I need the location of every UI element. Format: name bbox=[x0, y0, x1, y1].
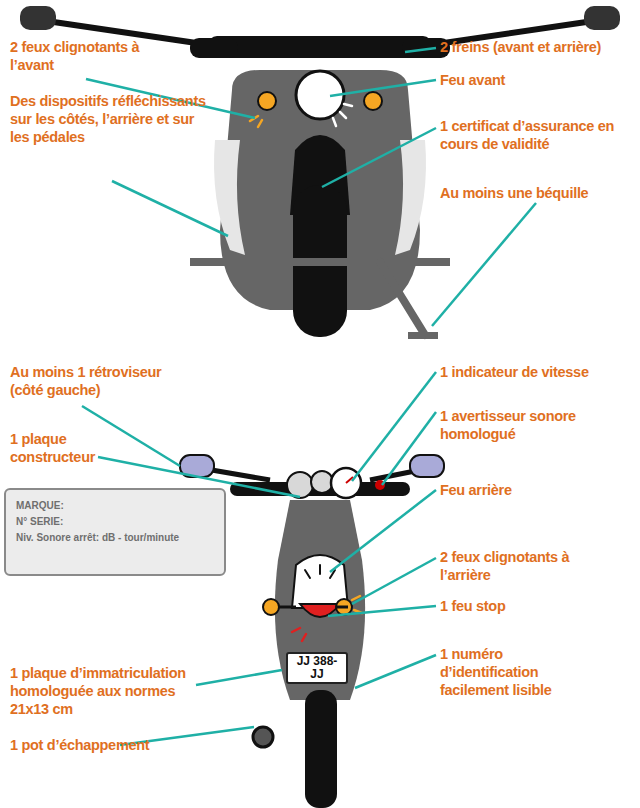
reflectors-label: Des dispositifs réfléchissants sur les c… bbox=[10, 92, 210, 146]
plate-text: MARQUE: bbox=[16, 498, 214, 514]
id-number-label: 1 numéro d’identification facilement lis… bbox=[440, 645, 570, 699]
headlight-label: Feu avant bbox=[440, 71, 630, 89]
front-scooter bbox=[20, 6, 620, 339]
exhaust-label: 1 pot d’échappement bbox=[10, 736, 210, 754]
stop-light-label: 1 feu stop bbox=[440, 597, 610, 615]
plate-text: N° SERIE: bbox=[16, 514, 214, 530]
mirror-label: Au moins 1 rétroviseur (côté gauche) bbox=[10, 363, 180, 399]
maker-plate-label: 1 plaque constructeur bbox=[10, 430, 100, 466]
leader-lines bbox=[82, 48, 536, 745]
front-signals-label: 2 feux clignotants à l’avant bbox=[10, 38, 170, 74]
stand-label: Au moins une béquille bbox=[440, 184, 635, 202]
horn-label: 1 avertisseur sonore homologué bbox=[440, 407, 635, 443]
rear-light-label: Feu arrière bbox=[440, 481, 630, 499]
maker-plate: MARQUE:N° SERIE:Niv. Sonore arrêt: dB - … bbox=[4, 488, 226, 576]
plate-text: JJ 388-JJ bbox=[292, 655, 342, 681]
license-plate: JJ 388-JJ bbox=[286, 652, 348, 684]
speedometer-label: 1 indicateur de vitesse bbox=[440, 363, 635, 381]
license-plate-label: 1 plaque d’immatriculation homologuée au… bbox=[10, 664, 200, 718]
plate-text: Niv. Sonore arrêt: dB - tour/minute bbox=[16, 530, 214, 546]
brakes-label: 2 freins (avant et arrière) bbox=[440, 38, 635, 56]
insurance-label: 1 certificat d’assurance en cours de val… bbox=[440, 117, 635, 153]
rear-signals-label: 2 feux clignotants à l’arrière bbox=[440, 548, 610, 584]
